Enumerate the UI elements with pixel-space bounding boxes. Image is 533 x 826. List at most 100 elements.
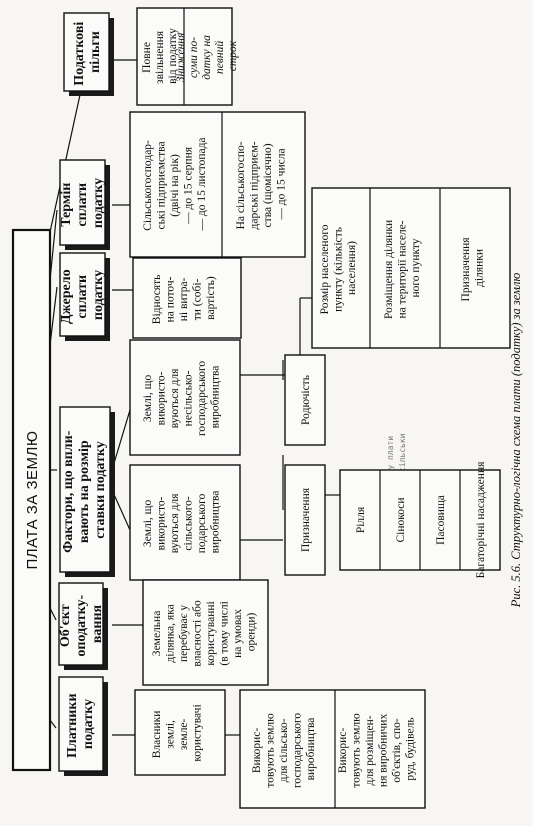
agri-land-4: сільського-: [183, 496, 195, 551]
land-type-4: Багаторічні насадження: [475, 461, 487, 578]
object-desc-5: користуванні: [205, 601, 217, 665]
object-label-1: Об'єкт: [58, 604, 73, 647]
source-box: [59, 252, 106, 337]
svg-text:Призначення ділянки: Призначення ділянки: [460, 235, 486, 302]
settlement-size-3: населення): [346, 241, 358, 295]
term-nonagri-3: ства (щомісячно): [262, 143, 274, 227]
nonagri-land-5: господарського: [196, 361, 208, 436]
benefit-partial-4: певний: [213, 41, 226, 74]
figure-caption: Рис. 5.6. Структурно-логічна схема плати…: [509, 273, 523, 609]
agri-land-2: використо-: [156, 496, 168, 550]
svg-text:Повне звільнення в: Повне звільнення від податку: [141, 28, 179, 84]
payers-nonagri-2: товують землю: [351, 713, 363, 788]
svg-text:На сільськогоспо- дарськ: На сільськогоспо- дарські підприєм- ства…: [235, 139, 288, 230]
land-use-boxes: Землі, що використо- вуються для несільс…: [129, 339, 241, 581]
term-box: [59, 159, 106, 246]
payers-box: [58, 676, 104, 772]
payers-agri-5: виробництва: [305, 718, 317, 781]
svg-text:Земельна ділянка, яка: Земельна ділянка, яка перебуває у власно…: [151, 597, 258, 666]
term-nonagri-4: — до 15 числа: [276, 148, 288, 220]
source-detail: Відносять на поточ- ні витра- ти (собі- …: [132, 257, 242, 339]
source-desc-5: вартість): [205, 276, 217, 320]
payers-detail: Власники землі, земле- користувачі Викор…: [134, 689, 426, 809]
fertility-purpose: Родючість Призначення: [284, 354, 326, 576]
payers-nonagri-1: Викорис-: [337, 728, 349, 774]
term-label-3: податку: [91, 178, 106, 228]
term-detail: Сільськогосподар- ські підприємства (дві…: [129, 111, 306, 258]
object-detail: Земельна ділянка, яка перебуває у власно…: [142, 579, 269, 686]
payers-nonagri-6: руд, будівель: [405, 717, 417, 780]
location-3: ного пункту: [410, 238, 422, 297]
svg-text:Відносять на поточ-: Відносять на поточ- ні витра- ти (собі- …: [151, 272, 217, 324]
nonagri-land-2: використо-: [156, 371, 168, 425]
settlement-size-1: Розмір населеного: [319, 224, 331, 314]
factors-box: [59, 406, 111, 573]
location-2: на території населе-: [397, 220, 409, 318]
term-nonagri-1: На сільськогоспо-: [235, 141, 247, 229]
object-desc-3: перебуває у: [178, 605, 190, 662]
object-box: [58, 582, 104, 666]
benefit-partial-1: Зниження: [175, 33, 187, 83]
svg-text:Платники податку: Платники податку: [65, 690, 96, 758]
location-1: Розміщення ділянки: [383, 220, 395, 319]
category-labels: Податкові пільги Термін сплати податку Д…: [58, 18, 108, 758]
payers-holders-3: земле-: [178, 718, 190, 750]
payers-agri-1: Викорис-: [251, 728, 263, 774]
factors-label-3: ставки податку: [93, 441, 108, 539]
faint-text-2: оп сільськи: [398, 433, 407, 486]
svg-text:Розміщення ділянки на те: Розміщення ділянки на території населе- …: [383, 217, 422, 319]
source-desc-1: Відносять: [151, 275, 163, 325]
payers-label-2: податку: [81, 699, 96, 749]
object-desc-6: (в тому числі: [219, 601, 231, 665]
site-purpose-1: Призначення: [460, 237, 472, 302]
benefit-partial-3: датку на: [201, 35, 213, 80]
settlement-factors: Розмір населеного пункту (кількість насе…: [311, 187, 511, 349]
object-desc-4: власності або: [192, 600, 204, 667]
term-agri-1: Сільськогосподар-: [142, 140, 154, 231]
nonagri-land-3: вуються для: [169, 368, 181, 428]
benefits-box: [63, 12, 110, 92]
main-title: ПЛАТА ЗА ЗЕМЛЮ: [24, 430, 41, 569]
benefit-partial-2: суми по-: [188, 37, 200, 78]
source-label-1: Джерело: [59, 269, 74, 324]
svg-text:Сільськогосподар- ські п: Сільськогосподар- ські підприємства (дві…: [142, 137, 208, 231]
svg-text:Землі, що використо-: Землі, що використо- вуються для несільс…: [142, 358, 222, 436]
land-types: Рілля Сінокоси Пасовища Багаторічні наса…: [339, 461, 501, 578]
term-nonagri-2: дарські підприєм-: [249, 141, 261, 229]
term-agri-3: (двічі на рік): [169, 154, 181, 217]
payers-holders-1: Власники: [151, 711, 163, 759]
object-label-3: вання: [90, 604, 105, 643]
benefits-detail: Повне звільнення від податку Зниження су…: [136, 7, 239, 106]
land-type-2: Сінокоси: [395, 497, 407, 542]
payers-nonagri-5: об'єктів, спо-: [391, 718, 403, 782]
nonagri-land-1: Землі, що: [142, 374, 154, 422]
benefits-label-1: Податкові: [72, 22, 87, 86]
payers-agri-4: господарського: [292, 713, 304, 788]
payers-agri-2: товують землю: [265, 713, 277, 788]
payers-label-1: Платники: [65, 693, 80, 758]
agri-land-1: Землі, що: [142, 499, 154, 547]
payers-nonagri-3: для розміщен-: [364, 715, 376, 785]
svg-text:Фактори, що впли- вають: Фактори, що впли- вають на розмір ставки…: [61, 427, 108, 553]
svg-text:Податкові пільги: Податкові пільги: [72, 18, 103, 86]
payers-agri-3: для сільсько-: [278, 718, 290, 782]
agri-land-5: подарського: [196, 493, 208, 553]
nonagri-land-4: несільсько-: [183, 370, 195, 426]
source-desc-4: ти (собі-: [192, 278, 204, 320]
svg-text:Викорис- товують землю: Викорис- товують землю для сільсько- гос…: [251, 710, 317, 788]
nonagri-land-6: виробництва: [210, 366, 222, 429]
benefit-full-2: звільнення: [154, 30, 166, 84]
benefit-full-1: Повне: [141, 42, 153, 73]
site-purpose-2: ділянки: [474, 249, 486, 287]
payers-nonagri-4: ня виробничих: [378, 714, 390, 788]
purpose-label: Призначення: [300, 487, 312, 552]
svg-text:Джерело сплати под: Джерело сплати податку: [59, 266, 106, 324]
term-agri-5: — до 15 листопада: [196, 137, 208, 231]
agri-land-6: виробництва: [210, 491, 222, 554]
svg-text:Розмір населеного пункту: Розмір населеного пункту (кількість насе…: [319, 222, 358, 315]
agri-land-3: вуються для: [169, 493, 181, 553]
payers-holders-4: користувачі: [192, 704, 204, 761]
term-agri-2: ські підприємства: [156, 141, 168, 229]
factors-label-2: вають на розмір: [77, 440, 92, 543]
svg-text:Власники землі, зе: Власники землі, земле- користувачі: [151, 704, 204, 761]
